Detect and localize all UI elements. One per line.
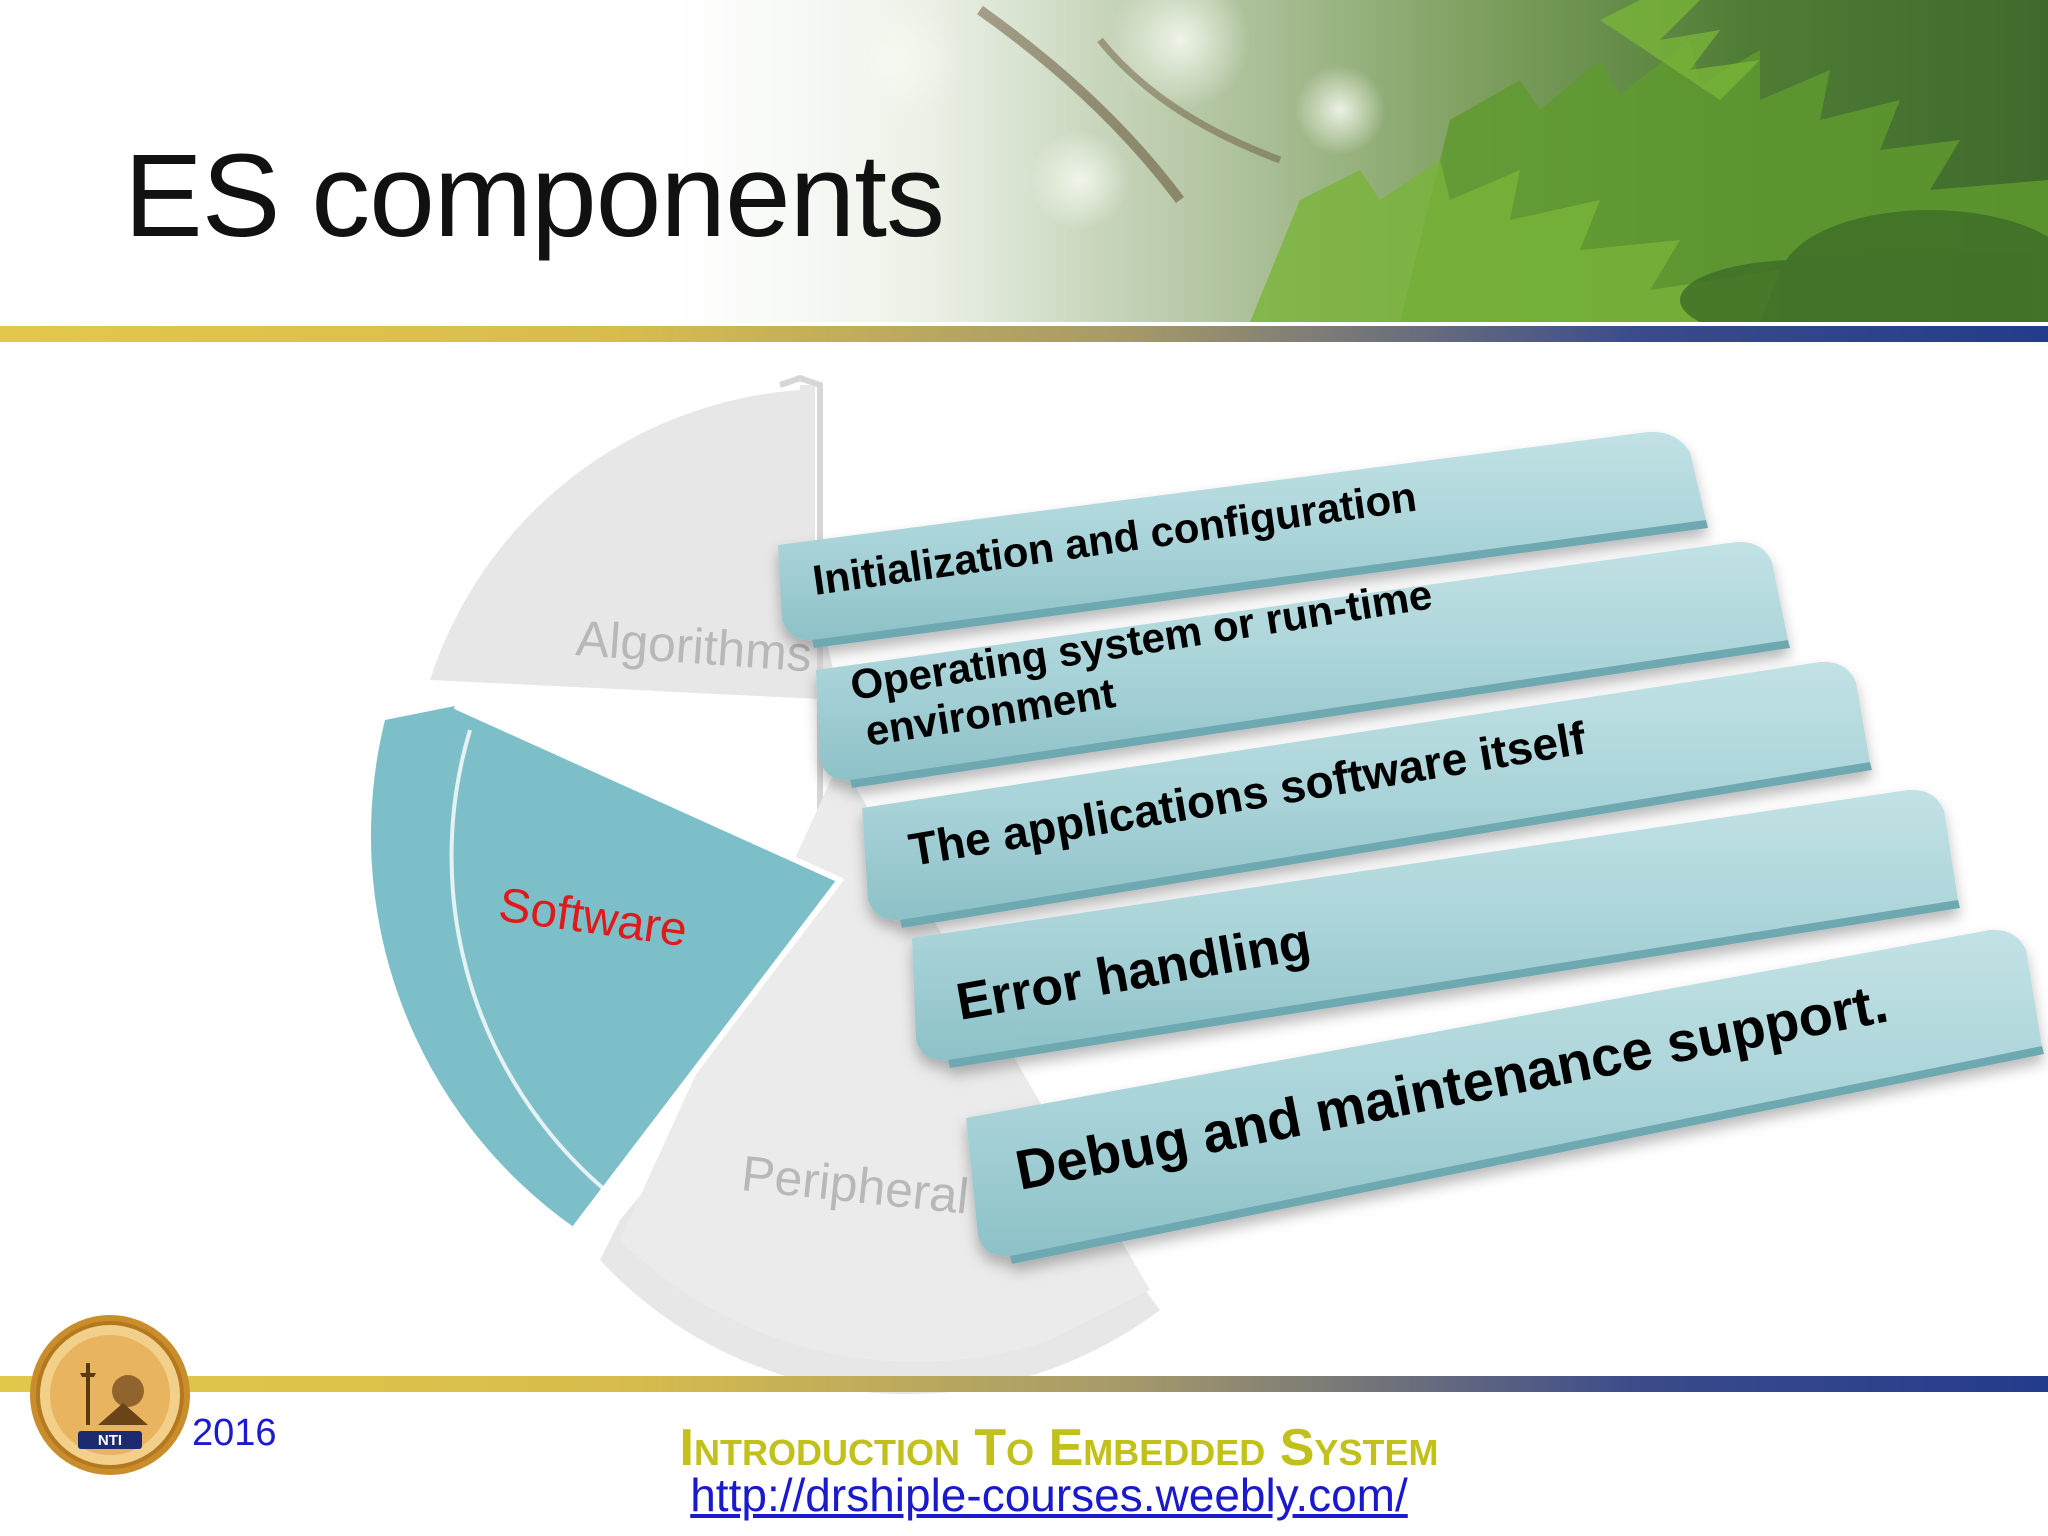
- item-error-handling: [912, 789, 1960, 1068]
- item-applications: [862, 661, 1872, 928]
- cycle-segment-software: [370, 703, 845, 1230]
- header-divider: [0, 326, 2048, 342]
- slide-header-banner: ES components: [0, 0, 2048, 322]
- nti-logo: NTI: [30, 1315, 190, 1475]
- footer-divider: [0, 1376, 2048, 1392]
- item-initialization: [778, 431, 1708, 648]
- fern-foliage-image: [0, 0, 2048, 322]
- nti-logo-text: NTI: [98, 1432, 122, 1449]
- course-link[interactable]: http://drshiple-courses.weebly.com/: [690, 1469, 1408, 1521]
- course-title: Introduction To Embedded System: [679, 1419, 1439, 1477]
- page-title: ES components: [124, 130, 945, 262]
- item-debug-maintenance: [966, 929, 2044, 1264]
- item-operating-system: [816, 541, 1790, 788]
- slide-year: 2016: [192, 1412, 277, 1454]
